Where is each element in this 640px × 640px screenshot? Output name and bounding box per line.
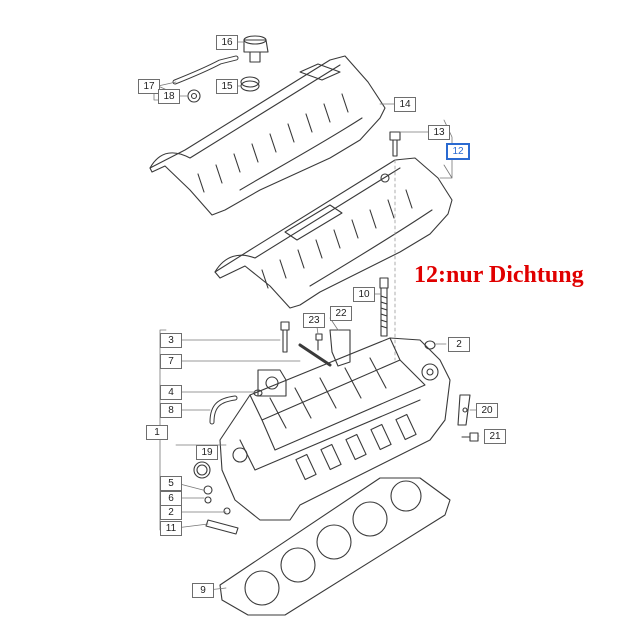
callout-16: 16 <box>216 35 238 50</box>
cover-bolt-part <box>389 131 401 157</box>
sealant-tube-part <box>205 519 239 535</box>
stud-bolt-part <box>379 277 389 337</box>
callout-2-lower: 2 <box>160 505 182 520</box>
callout-14: 14 <box>394 97 416 112</box>
callout-11: 11 <box>160 521 182 536</box>
callout-12[interactable]: 12 <box>446 143 470 160</box>
plug-4-part <box>253 389 263 397</box>
small-bolts-part <box>203 485 231 515</box>
engine-cover-part <box>149 55 386 216</box>
callout-13: 13 <box>428 125 450 140</box>
bracket-20-part <box>457 394 471 426</box>
valve-cover-part <box>214 157 453 361</box>
callout-8: 8 <box>160 403 182 418</box>
note-gasket-only: 12:nur Dichtung <box>414 262 584 288</box>
grommet-part <box>240 76 260 92</box>
callout-9: 9 <box>192 583 214 598</box>
callout-17: 17 <box>138 79 160 94</box>
pin-7-part <box>298 343 332 367</box>
rocker-support-part <box>257 369 287 397</box>
callout-18: 18 <box>158 89 180 104</box>
callout-19: 19 <box>196 445 218 460</box>
callout-4: 4 <box>160 385 182 400</box>
callout-7: 7 <box>160 354 182 369</box>
bracket-22-part <box>329 329 351 367</box>
seal-19-part <box>193 461 211 479</box>
plug-2-part <box>424 340 436 350</box>
breather-hose-part <box>172 55 239 85</box>
bolt-3-part <box>280 321 290 353</box>
callout-6: 6 <box>160 491 182 506</box>
callout-10: 10 <box>353 287 375 302</box>
callout-5: 5 <box>160 476 182 491</box>
callout-2-upper: 2 <box>448 337 470 352</box>
bolt-23-part <box>315 333 323 351</box>
pipe-8-part <box>209 395 238 425</box>
callout-20: 20 <box>476 403 498 418</box>
callout-21: 21 <box>484 429 506 444</box>
bolt-21-part <box>461 432 479 442</box>
callout-22: 22 <box>330 306 352 321</box>
callout-1: 1 <box>146 425 168 440</box>
head-gasket-part <box>219 477 451 616</box>
callout-23: 23 <box>303 313 325 328</box>
callout-15: 15 <box>216 79 238 94</box>
oil-filler-cap-part <box>243 35 269 63</box>
callout-3: 3 <box>160 333 182 348</box>
cylinder-head-part <box>219 337 451 521</box>
hose-clamp-part <box>187 89 201 103</box>
